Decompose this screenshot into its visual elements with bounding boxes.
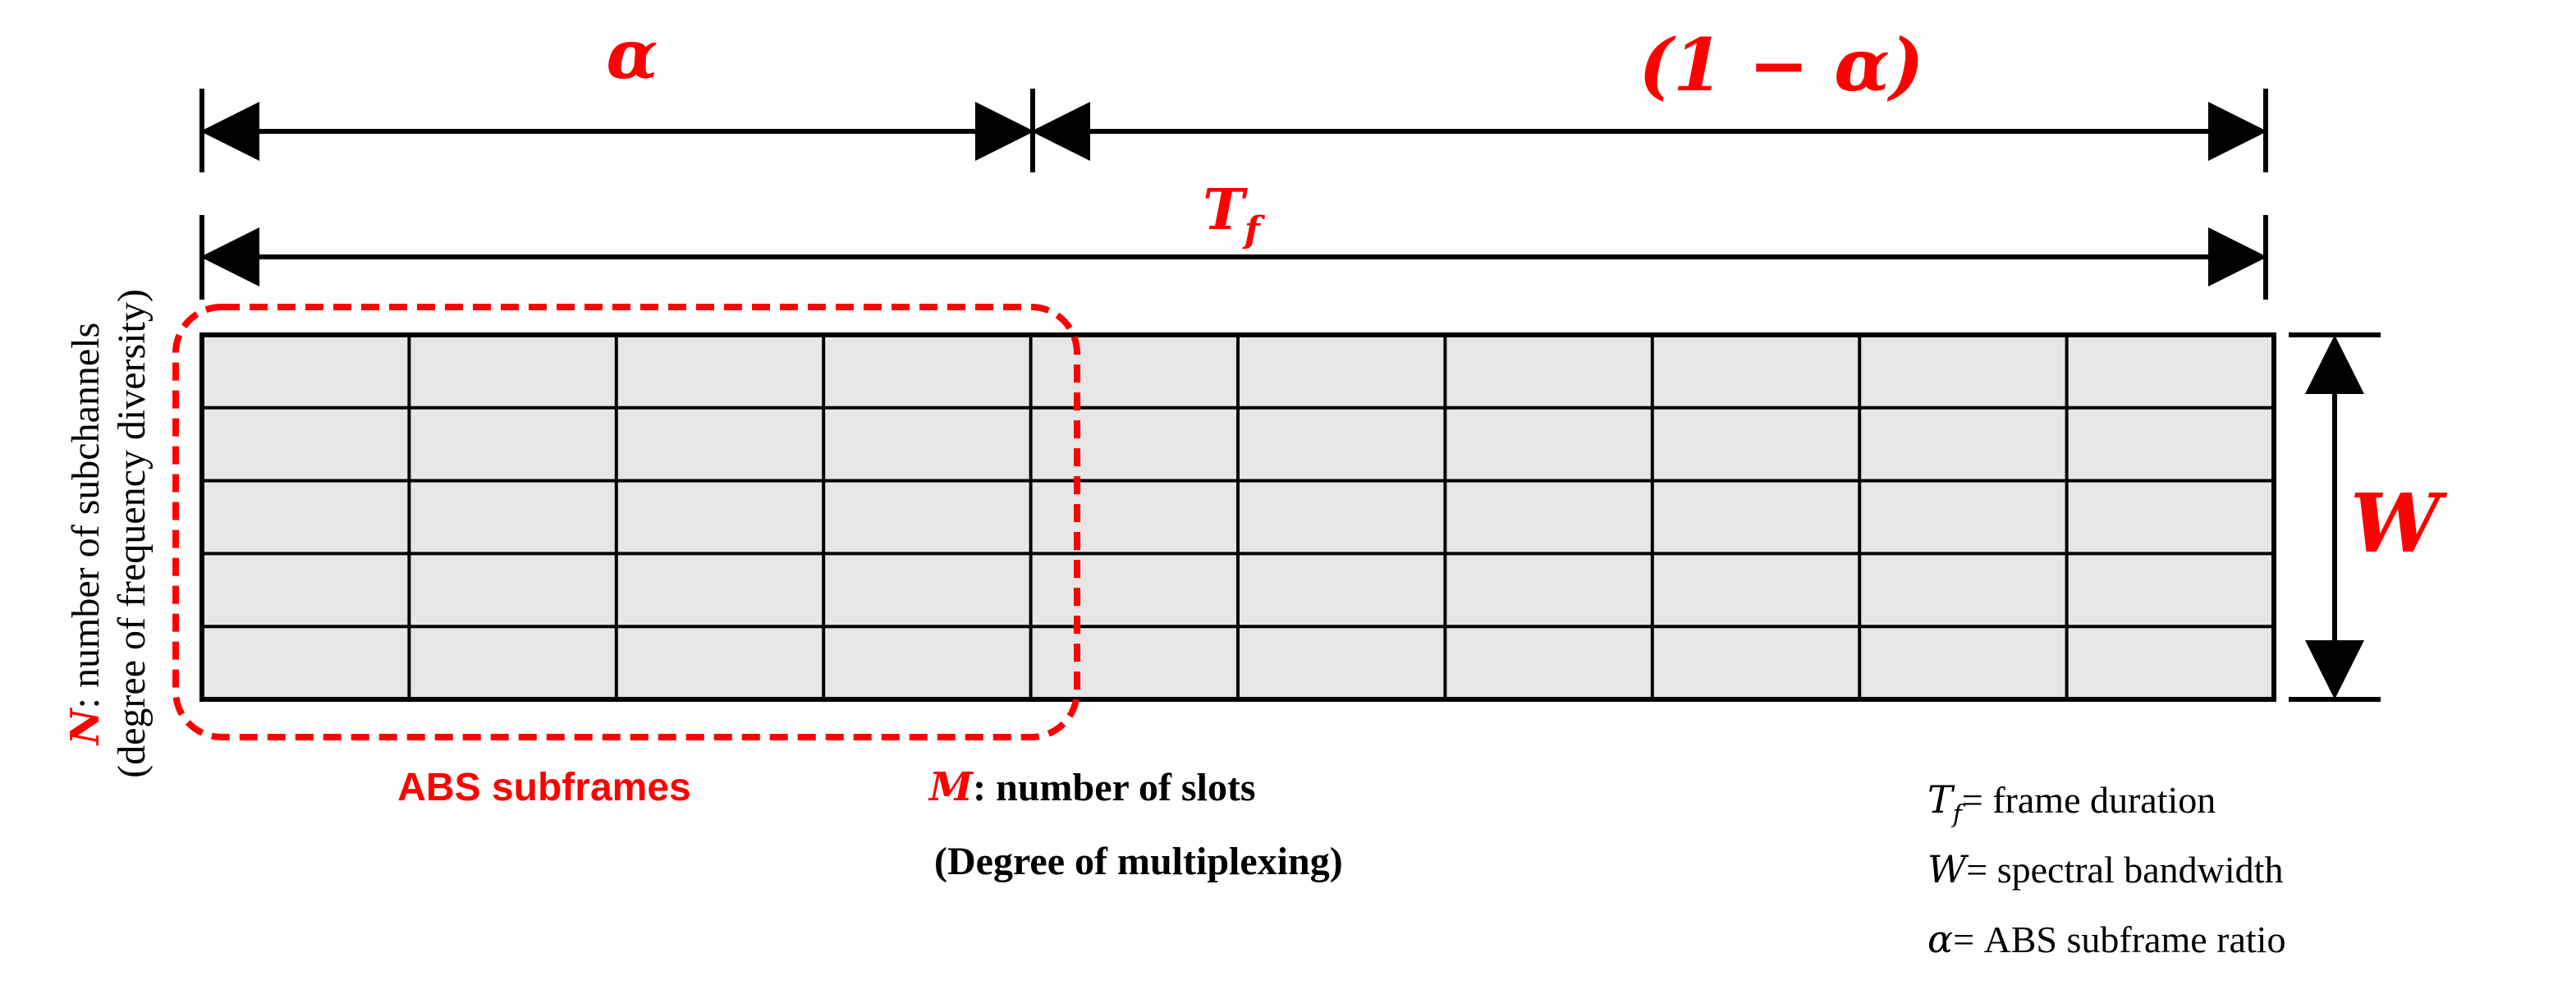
bandwidth-dimension: W: [2289, 332, 2448, 702]
legend-symbol-frame-duration: T: [1927, 777, 1955, 822]
subchannels-label-group: N: number of subchannels (degree of freq…: [62, 289, 154, 778]
legend-item-bandwidth: W= spectral bandwidth: [1927, 847, 2283, 891]
frame-duration-symbol: T: [1203, 177, 1248, 243]
legend-symbol-abs-ratio: α: [1927, 917, 1953, 961]
n-text: : number of subchannels: [64, 323, 108, 709]
legend-item-abs-ratio: α= ABS subframe ratio: [1927, 917, 2285, 961]
bandwidth-label: W: [2350, 477, 2448, 571]
n-symbol: N: [62, 707, 108, 746]
subchannels-line-1: N: number of subchannels: [62, 323, 108, 746]
legend-text-frame-duration: = frame duration: [1962, 779, 2216, 821]
abs-subframes-outline: [172, 304, 1080, 740]
slots-line-1: M: number of slots: [928, 764, 1256, 810]
abs-subframes-label: ABS subframes: [397, 766, 690, 809]
legend-text-bandwidth: = spectral bandwidth: [1966, 849, 2283, 891]
alpha-dimension: α (1 − α): [199, 16, 2268, 172]
m-symbol: M: [928, 764, 974, 810]
resource-grid: [199, 332, 2276, 702]
subchannels-line-2: (degree of frequency diversity): [110, 289, 154, 778]
frame-duration-label: Tf: [1203, 177, 1266, 251]
one-minus-alpha-label: (1 − α): [1639, 22, 1923, 108]
alpha-label: α: [606, 16, 658, 94]
m-text: : number of slots: [973, 766, 1255, 809]
frame-duration-dimension: Tf: [199, 177, 2268, 300]
slots-line-2: (Degree of multiplexing): [934, 840, 1343, 883]
legend-item-frame-duration: Tf= frame duration: [1927, 777, 2216, 829]
legend-text-abs-ratio: = ABS subframe ratio: [1953, 919, 2285, 960]
legend-symbol-bandwidth: W: [1927, 847, 1969, 891]
grid-lines: [202, 335, 2274, 699]
legend: Tf= frame duration W= spectral bandwidth…: [1927, 777, 2285, 961]
slots-label-group: M: number of slots (Degree of multiplexi…: [928, 764, 1343, 883]
frame-duration-subscript: f: [1242, 209, 1266, 251]
